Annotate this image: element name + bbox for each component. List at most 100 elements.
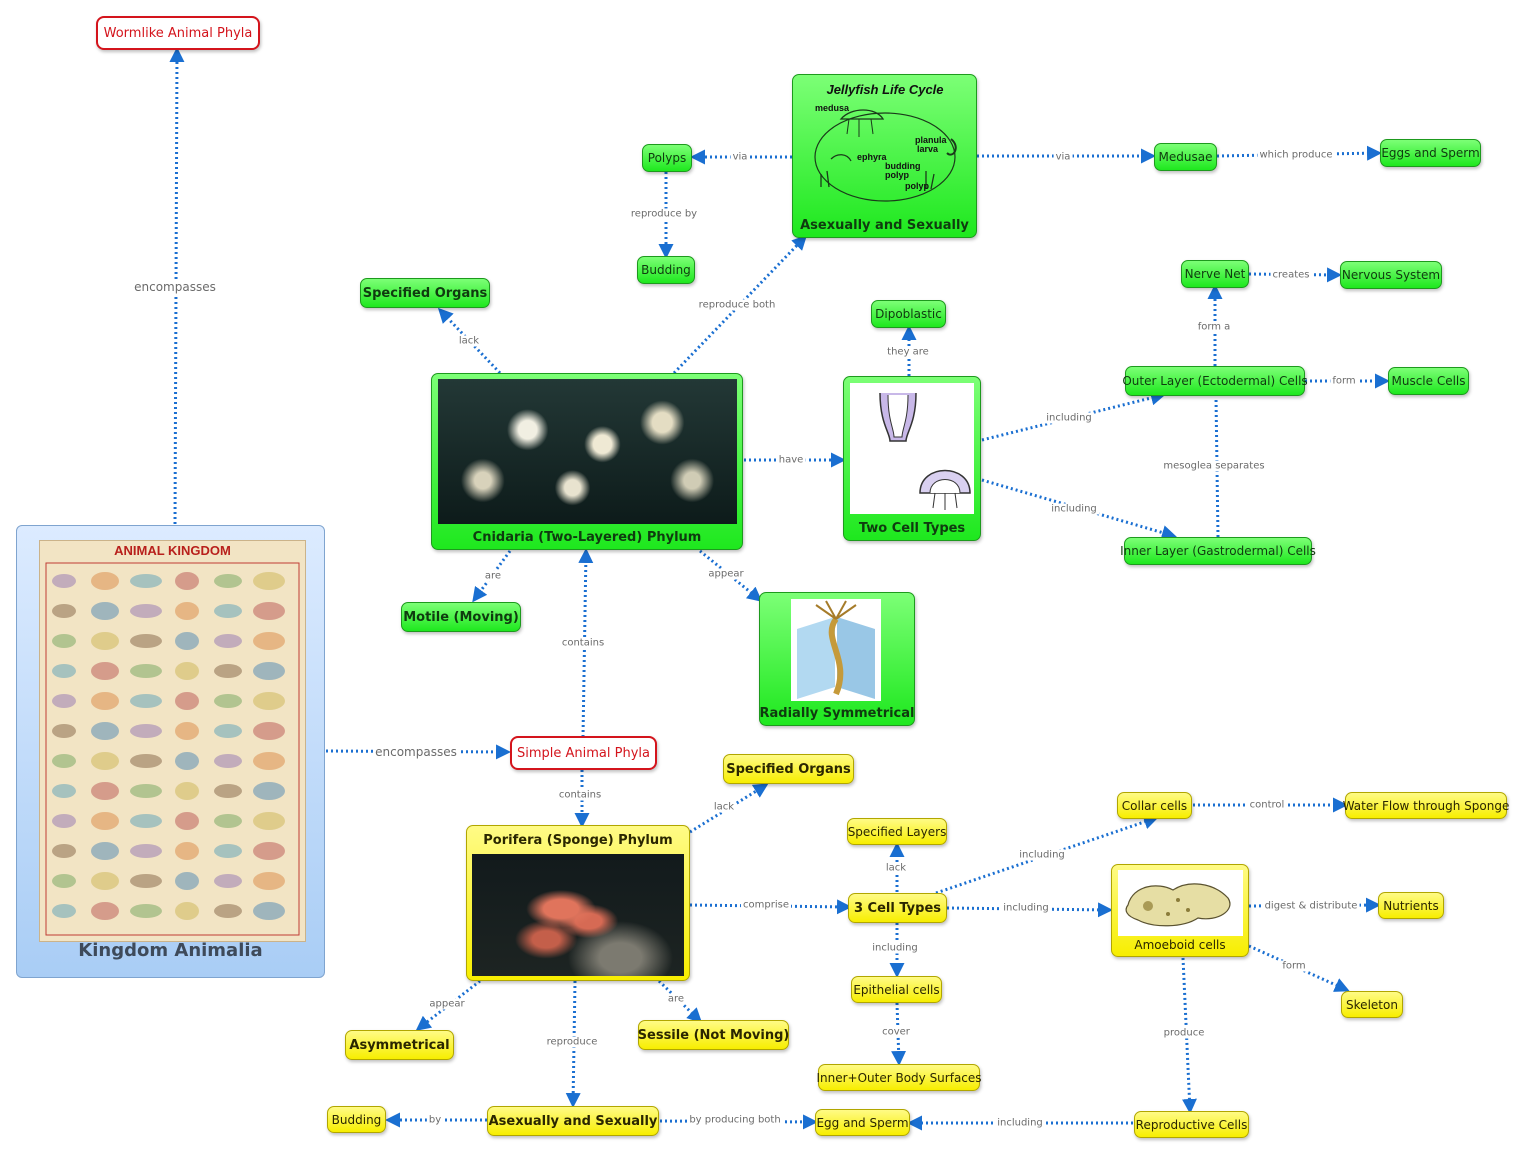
edge-label: form: [1280, 960, 1308, 972]
poster-animal-sketch: [52, 874, 76, 888]
node-label: Nerve Net: [1184, 267, 1246, 281]
node-two-cell-types[interactable]: Two Cell Types: [843, 376, 981, 541]
edge-label: including: [1017, 849, 1067, 861]
node-nervous-system[interactable]: Nervous System: [1340, 261, 1442, 289]
node-label: Nutrients: [1383, 898, 1439, 913]
sponge-photo: [472, 854, 684, 976]
edge-simple-cnidaria: [578, 548, 594, 738]
node-asexually-sexually-bottom[interactable]: Asexually and Sexually: [487, 1106, 659, 1136]
edge-label: encompasses: [132, 280, 218, 294]
edge-label: lack: [711, 801, 737, 813]
poster-animal-sketch: [175, 572, 199, 590]
node-label: Outer Layer (Ectodermal) Cells: [1122, 374, 1308, 388]
edge-label: reproduce by: [628, 208, 700, 220]
node-label: Eggs and Sperm: [1381, 146, 1480, 160]
node-radially-symmetrical[interactable]: Radially Symmetrical: [759, 592, 915, 726]
node-label: Inner+Outer Body Surfaces: [816, 1070, 982, 1085]
node-porifera[interactable]: Porifera (Sponge) Phylum: [466, 825, 690, 981]
edge-label: including: [870, 942, 920, 954]
poster-animal-sketch: [253, 632, 285, 650]
poster-animal-sketch: [253, 812, 285, 830]
radial-planes: [797, 600, 875, 699]
node-epithelial-cells[interactable]: Epithelial cells: [851, 976, 942, 1003]
amoeba-sketch: [1125, 883, 1231, 927]
poster-animal-sketch: [91, 662, 119, 680]
node-cnidaria[interactable]: Cnidaria (Two-Layered) Phylum: [431, 373, 743, 550]
edge-label: which produce: [1257, 149, 1335, 161]
node-muscle-cells[interactable]: Muscle Cells: [1388, 367, 1469, 395]
node-water-flow[interactable]: Water Flow through Sponge: [1343, 792, 1509, 819]
node-egg-and-sperm-bottom[interactable]: Egg and Sperm: [815, 1109, 910, 1136]
node-collar-cells[interactable]: Collar cells: [1117, 792, 1192, 819]
node-budding-bottom[interactable]: Budding: [327, 1106, 386, 1133]
node-label: Egg and Sperm: [816, 1115, 909, 1130]
node-simple-phyla[interactable]: Simple Animal Phyla: [510, 736, 657, 770]
poster-title: ANIMAL KINGDOM: [114, 543, 231, 558]
poster-animal-sketch: [214, 604, 242, 618]
node-specified-layers[interactable]: Specified Layers: [847, 818, 947, 845]
edge-label: appear: [706, 568, 746, 580]
node-budding-top[interactable]: Budding: [637, 256, 695, 284]
poster-animal-sketch: [214, 784, 242, 798]
edge-label: lack: [456, 335, 482, 347]
node-amoeboid-cells[interactable]: Amoeboid cells: [1111, 864, 1249, 957]
node-eggs-and-sperm-top[interactable]: Eggs and Sperm: [1380, 139, 1481, 167]
poster-animal-sketch: [214, 814, 242, 828]
node-label: Reproductive Cells: [1135, 1117, 1248, 1132]
node-label: Porifera (Sponge) Phylum: [483, 833, 673, 848]
node-reproductive-cells[interactable]: Reproductive Cells: [1134, 1111, 1249, 1138]
node-nutrients[interactable]: Nutrients: [1378, 892, 1444, 919]
edge-label: including: [1001, 902, 1051, 914]
edge-kingdom-wormlike: [169, 47, 185, 525]
node-specified-organs-top[interactable]: Specified Organs: [360, 278, 490, 308]
poster-animal-sketch: [91, 902, 119, 920]
node-specified-organs-bottom[interactable]: Specified Organs: [723, 754, 854, 784]
poster-animal-sketch: [91, 692, 119, 710]
poster-animal-sketch: [52, 904, 76, 918]
poster-animal-sketch: [214, 844, 242, 858]
poster-illustrations: [45, 562, 300, 936]
polyp-medusa-sketch: [879, 392, 971, 510]
poster-animal-sketch: [52, 754, 76, 768]
node-dipoblastic[interactable]: Dipoblastic: [871, 300, 946, 328]
node-polyps[interactable]: Polyps: [642, 144, 692, 172]
poster-animal-sketch: [253, 602, 285, 620]
poster-animal-sketch: [130, 904, 162, 918]
node-inner-outer-surfaces[interactable]: Inner+Outer Body Surfaces: [816, 1064, 982, 1091]
edge-label: they are: [885, 346, 931, 358]
node-motile[interactable]: Motile (Moving): [401, 602, 521, 632]
poster-animal-sketch: [130, 724, 162, 738]
edge-cnidaria-asex: [672, 234, 808, 375]
node-label: Specified Layers: [847, 824, 947, 839]
central-topic-kingdom[interactable]: ANIMAL KINGDOM Kingdom Animalia: [16, 525, 325, 978]
node-skeleton[interactable]: Skeleton: [1341, 991, 1403, 1018]
poster-animal-sketch: [91, 812, 119, 830]
cycle-label: medusa: [815, 103, 850, 113]
edge-asex-egg: [659, 1114, 818, 1130]
node-medusae[interactable]: Medusae: [1154, 143, 1217, 171]
edge-label: by: [426, 1114, 444, 1126]
poster-animal-sketch: [91, 722, 119, 740]
edge-label: comprise: [741, 899, 791, 911]
node-outer-layer[interactable]: Outer Layer (Ectodermal) Cells: [1122, 366, 1308, 396]
poster-animal-sketch: [130, 664, 162, 678]
poster-animal-sketch: [130, 634, 162, 648]
edge-label: reproduce both: [696, 299, 778, 311]
poster-animal-sketch: [52, 814, 76, 828]
node-label: Radially Symmetrical: [759, 706, 915, 721]
node-asexually-sexually-top[interactable]: Jellyfish Life Cycle medusa planula larv…: [792, 74, 977, 238]
poster-animal-sketch: [91, 752, 119, 770]
poster-animal-sketch: [253, 722, 285, 740]
node-nerve-net[interactable]: Nerve Net: [1181, 260, 1249, 288]
node-sessile[interactable]: Sessile (Not Moving): [638, 1020, 789, 1050]
node-wormlike-phyla[interactable]: Wormlike Animal Phyla: [96, 16, 260, 50]
edge-label: mesoglea separates: [1161, 460, 1267, 472]
edge-label: cover: [880, 1026, 912, 1038]
edge-label: reproduce: [544, 1036, 600, 1048]
node-asymmetrical[interactable]: Asymmetrical: [345, 1030, 454, 1060]
node-three-cell-types[interactable]: 3 Cell Types: [848, 893, 947, 923]
node-label: Medusae: [1158, 150, 1213, 164]
node-label: Asexually and Sexually: [800, 218, 969, 233]
node-inner-layer[interactable]: Inner Layer (Gastrodermal) Cells: [1120, 537, 1316, 565]
poster-animal-sketch: [91, 782, 119, 800]
